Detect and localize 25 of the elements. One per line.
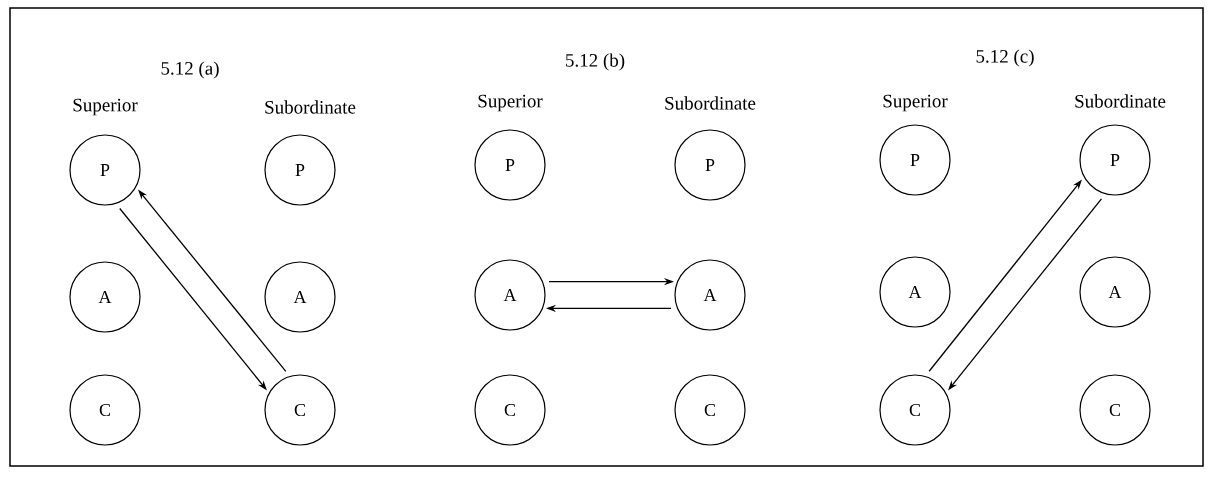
circle-node: A [474,259,546,331]
circle-node: P [879,124,951,196]
circle-node: A [264,261,336,333]
figure-title: 5.12 (b) [566,53,625,71]
circle-node: P [69,134,141,206]
figure-title: 5.12 (c) [976,49,1034,67]
circle-node: P [474,129,546,201]
column-heading: Subordinate [665,96,756,110]
circle-node: A [69,261,141,333]
column-heading: Superior [478,94,543,112]
column-heading: Subordinate [265,100,356,114]
circle-node: C [879,374,951,446]
circle-node: A [879,256,951,328]
figure-title: 5.12 (a) [161,61,219,79]
circle-node: C [264,374,336,446]
circle-node: C [674,374,746,446]
circle-node: P [264,134,336,206]
circle-node: P [1079,124,1151,196]
circle-node: A [674,259,746,331]
circle-node: C [1079,374,1151,446]
column-heading: Superior [73,98,138,116]
circle-node: A [1079,256,1151,328]
circle-node: C [474,374,546,446]
circle-node: P [674,129,746,201]
circle-node: C [69,374,141,446]
